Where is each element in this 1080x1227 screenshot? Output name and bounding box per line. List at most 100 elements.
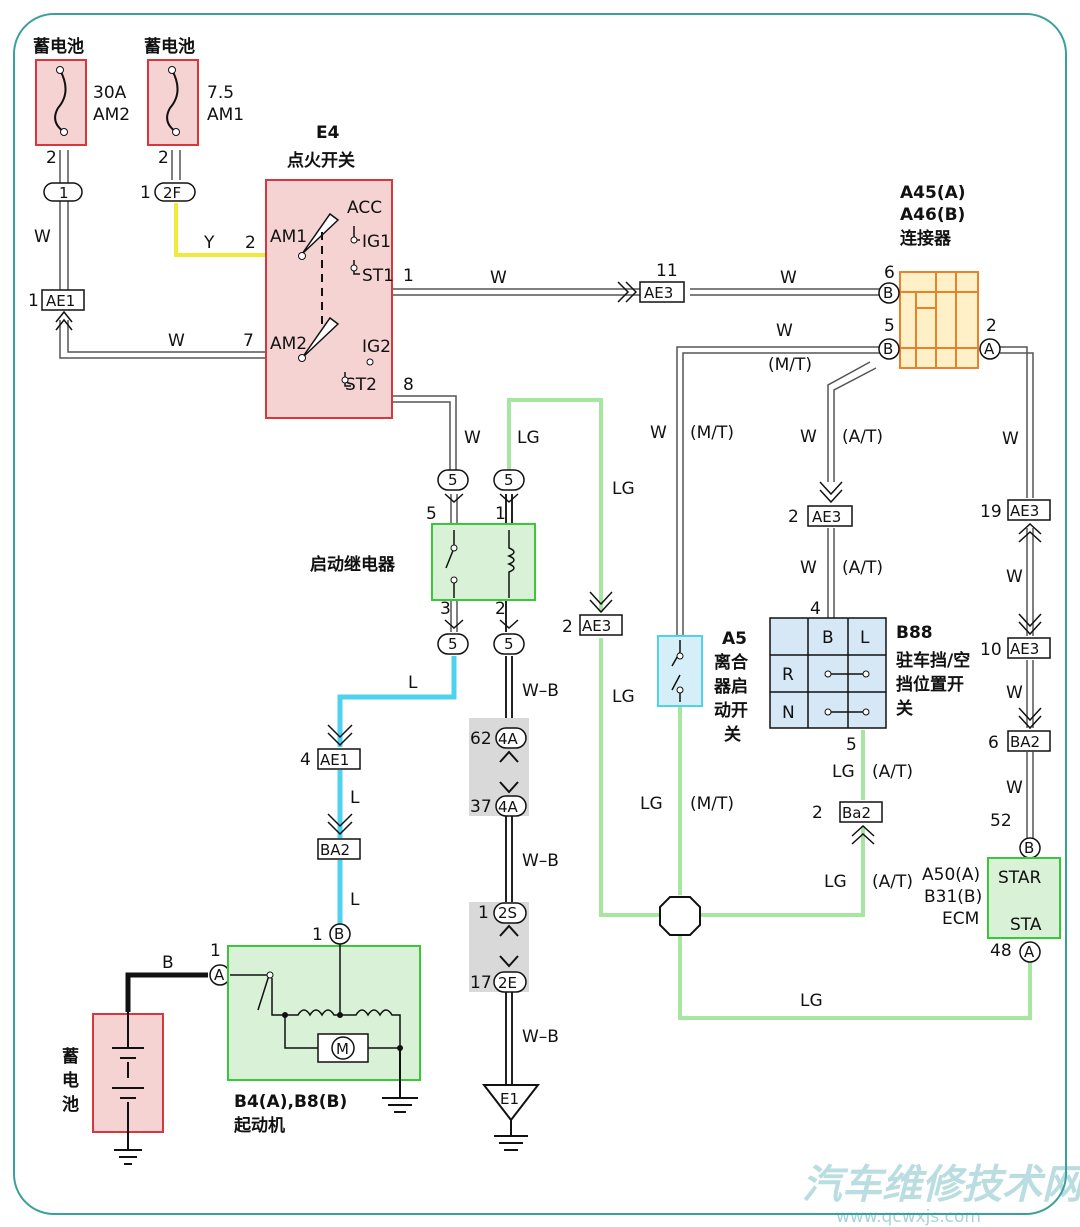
svg-text:AE3: AE3 [644,284,673,302]
wire-lg-ecm [678,935,1032,1020]
svg-text:池: 池 [62,1094,79,1115]
svg-text:电: 电 [62,1070,79,1091]
svg-text:B: B [822,628,834,648]
svg-text:2: 2 [788,507,799,527]
svg-text:4: 4 [300,750,311,770]
connector-ae3-mid: 2 AE3 [562,591,623,637]
svg-text:B31(B): B31(B) [924,887,982,907]
wire-label-at3: (A/T) [872,762,913,782]
wire-w-right [1000,346,1034,498]
svg-text:11: 11 [656,261,678,281]
svg-text:A: A [1024,943,1035,961]
wire-label-w13: W [464,428,481,448]
svg-text:A46(B): A46(B) [900,205,965,225]
svg-text:AM1: AM1 [270,227,307,247]
svg-text:E1: E1 [500,1090,519,1108]
svg-text:R: R [782,665,794,685]
svg-text:1: 1 [495,504,506,524]
svg-text:AE1: AE1 [320,751,349,769]
connector-4a: 62 4A 37 4A [470,727,527,817]
connector-ae3-top: 11 AE3 [617,261,685,303]
svg-text:6: 6 [988,733,999,753]
svg-text:M: M [336,1040,349,1058]
wire-label-lg3: LG [640,794,663,814]
svg-text:A: A [214,966,225,984]
battery-label-1: 蓄电池 [33,36,84,57]
wire-lg-relay [507,398,603,612]
svg-text:17: 17 [470,973,492,993]
pin-2a: 2 [46,148,57,168]
svg-text:48: 48 [990,941,1012,961]
wires [59,150,1034,1085]
wire-w-relay-top [450,494,458,525]
svg-text:IG2: IG2 [362,337,391,357]
fuse-am1-rating: 7.5 [207,83,234,103]
wire-label-w1: W [34,227,51,247]
svg-text:起动机: 起动机 [233,1115,285,1136]
wire-w-st1 [392,288,880,296]
svg-text:2E: 2E [498,974,517,992]
ground-e1: E1 [481,1084,541,1151]
wire-lg-ba2 [700,826,865,917]
svg-text:ACC: ACC [347,198,382,218]
svg-text:B: B [883,284,893,302]
svg-text:4A: 4A [498,798,519,816]
wire-w-am2 [59,150,69,290]
wire-label-l2: L [350,788,360,808]
connector-ae3-right: 19 AE3 [980,499,1051,543]
connector-2s-2e: 1 2S 17 2E [470,902,527,993]
svg-text:BA2: BA2 [1010,733,1040,751]
watermark-url: www.qcwxjs.com [836,1207,981,1227]
wire-label-mt1: (M/T) [768,355,812,375]
wire-label-l3: L [350,890,360,910]
wire-label-at1: (A/T) [842,427,883,447]
connector-ba2-l: BA2 [317,813,361,860]
pin-2b: 2 [158,148,169,168]
wire-w-left-bus [59,320,266,359]
watermark-text: 汽车维修技术网 [802,1162,1080,1208]
svg-text:ST1: ST1 [362,266,394,286]
svg-text:19: 19 [980,502,1002,522]
wire-wb [505,494,513,1085]
svg-text:A50(A): A50(A) [922,865,980,885]
connector-ae1-left: 1 AE1 [28,289,85,331]
fuse-am1-name: AM1 [207,105,244,125]
svg-text:动开: 动开 [714,701,748,721]
svg-text:挡位置开: 挡位置开 [896,674,964,695]
wire-am1 [171,150,181,180]
svg-text:L: L [860,628,870,648]
svg-text:4A: 4A [498,730,519,748]
starter-motor: 1 B 1 A B M B4(A),B8(B) 起动机 [162,923,421,1136]
svg-text:连接器: 连接器 [900,228,952,249]
pin-1b: 1 [403,266,414,286]
svg-text:1: 1 [28,291,39,311]
svg-text:B: B [1024,839,1034,857]
wire-label-wb2: W–B [522,851,559,871]
svg-text:2: 2 [495,599,506,619]
svg-text:蓄: 蓄 [62,1046,79,1067]
wire-label-w12: W [1006,778,1023,798]
battery-fuse-am2: 蓄电池 30A AM2 2 1 [33,36,130,202]
svg-text:52: 52 [990,811,1012,831]
wire-label-b: B [162,953,174,973]
svg-text:ST2: ST2 [345,375,377,395]
wire-label-w2: W [168,331,185,351]
clutch-start-switch: A5 离合 器启 动开 关 [657,629,749,745]
svg-text:离合: 离合 [714,652,749,673]
svg-text:5: 5 [884,316,895,336]
connector-ae3-right2: 10 AE3 [980,613,1051,660]
svg-text:B: B [883,340,893,358]
wire-label-w11: W [1006,683,1023,703]
wire-label-l1: L [408,673,418,693]
connector-ae1-l: 4 AE1 [300,724,361,770]
svg-text:A45(A): A45(A) [900,183,966,203]
wire-label-w4: W [780,268,797,288]
park-neutral-switch: 4 B L R N B88 驻车挡/空 挡位置开 关 [769,599,970,729]
pin-8: 8 [403,375,414,395]
svg-text:5: 5 [504,471,514,489]
svg-text:驻车挡/空: 驻车挡/空 [896,650,970,671]
svg-text:B4(A),B8(B): B4(A),B8(B) [234,1092,347,1112]
wire-label-w7: W [800,427,817,447]
wire-label-lg1: LG [832,762,855,782]
